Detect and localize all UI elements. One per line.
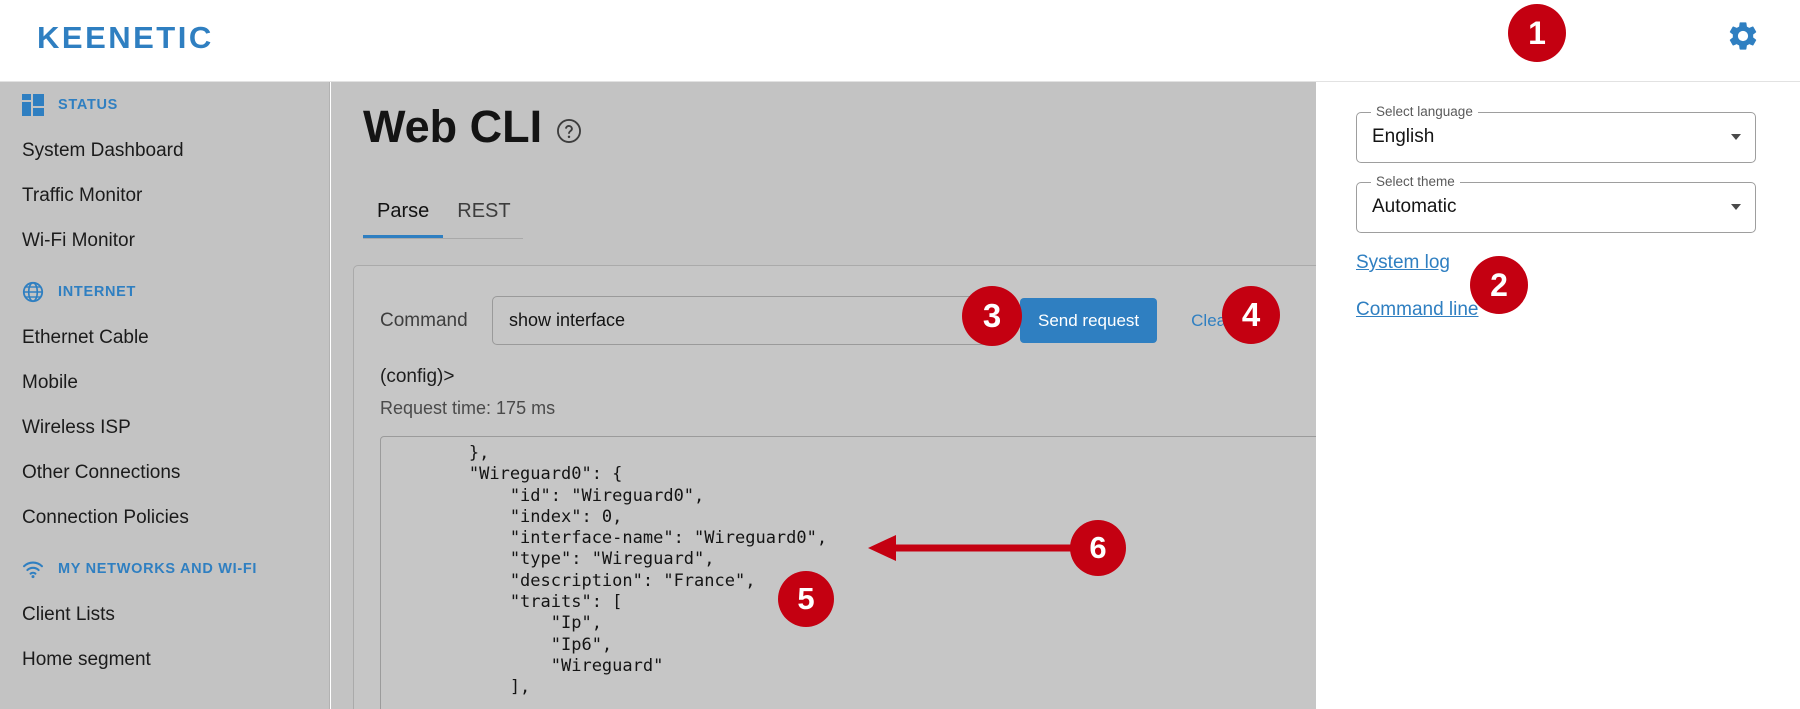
select-language-label: Select language <box>1371 104 1478 119</box>
select-theme-value: Automatic <box>1372 196 1457 217</box>
sidebar-item-mobile[interactable]: Mobile <box>0 360 329 405</box>
sidebar-item-label: Wi-Fi Monitor <box>22 229 135 251</box>
main-content: Web CLI Parse REST Command Send requ <box>331 82 1316 709</box>
sidebar-group-status: STATUS <box>0 82 329 128</box>
wifi-icon <box>22 558 44 580</box>
sidebar-item-label: Connection Policies <box>22 506 189 528</box>
settings-panel: Select language English Select theme Aut… <box>1317 82 1800 709</box>
select-theme-field[interactable]: Select theme Automatic <box>1356 174 1756 233</box>
annotation-badge-3: 3 <box>962 286 1022 346</box>
tab-rest[interactable]: REST <box>443 190 524 238</box>
globe-icon <box>22 281 44 303</box>
sidebar-item-label: Traffic Monitor <box>22 184 143 206</box>
sidebar-item-other-connections[interactable]: Other Connections <box>0 450 329 495</box>
sidebar-item-home-segment[interactable]: Home segment <box>0 637 329 682</box>
annotation-badge-1: 1 <box>1508 4 1566 62</box>
help-circle-icon[interactable] <box>556 118 582 144</box>
tab-parse[interactable]: Parse <box>363 190 444 238</box>
settings-gear-button[interactable] <box>1722 17 1764 59</box>
sidebar-group-my-networks-and-wifi: MY NETWORKS AND WI-FI <box>0 546 329 592</box>
chevron-down-icon <box>1731 134 1741 140</box>
keenetic-logo: KEENETIC <box>37 20 214 55</box>
top-bar: KEENETIC <box>0 0 1800 82</box>
sidebar-item-label: Other Connections <box>22 461 181 483</box>
chevron-down-icon <box>1731 204 1741 210</box>
sidebar-item-traffic-monitor[interactable]: Traffic Monitor <box>0 173 329 218</box>
cli-panel: Command Send request Clear (config)> Req… <box>353 265 1316 709</box>
select-theme-label: Select theme <box>1371 174 1460 189</box>
dashboard-grid-icon <box>22 94 44 116</box>
sidebar-item-connection-policies[interactable]: Connection Policies <box>0 495 329 540</box>
cli-prompt: (config)> <box>380 366 455 387</box>
request-time-label: Request time: 175 ms <box>380 398 556 418</box>
system-log-link[interactable]: System log <box>1356 252 1450 273</box>
page-title: Web CLI <box>363 101 543 152</box>
sidebar-item-label: Mobile <box>22 371 78 393</box>
sidebar-item-label: Client Lists <box>22 603 115 625</box>
select-language-value: English <box>1372 126 1435 147</box>
sidebar-item-ethernet-cable[interactable]: Ethernet Cable <box>0 315 329 360</box>
sidebar-group-internet: INTERNET <box>0 269 329 315</box>
clear-button[interactable]: Clear <box>1177 298 1246 343</box>
gear-icon <box>1726 19 1760 58</box>
sidebar-item-system-dashboard[interactable]: System Dashboard <box>0 128 329 173</box>
command-label: Command <box>380 309 468 331</box>
sidebar-group-label: MY NETWORKS AND WI-FI <box>58 561 258 577</box>
tab-label: Parse <box>377 200 430 222</box>
sidebar-item-label: System Dashboard <box>22 139 184 161</box>
annotation-arrow-icon <box>866 533 1076 568</box>
command-line-link[interactable]: Command line <box>1356 299 1479 320</box>
annotation-badge-4: 4 <box>1222 286 1280 344</box>
command-input[interactable] <box>492 296 1000 345</box>
sidebar-item-label: Home segment <box>22 648 151 670</box>
page-title-row: Web CLI <box>363 104 582 149</box>
tab-label: REST <box>457 200 511 222</box>
console-output-text: }, "Wireguard0": { "id": "Wireguard0", "… <box>468 443 828 698</box>
sidebar-group-label: STATUS <box>58 97 119 113</box>
sidebar: STATUS System Dashboard Traffic Monitor … <box>0 82 330 709</box>
sidebar-item-wifi-monitor[interactable]: Wi-Fi Monitor <box>0 218 329 263</box>
annotation-badge-5: 5 <box>778 571 834 627</box>
sidebar-item-client-lists[interactable]: Client Lists <box>0 592 329 637</box>
sidebar-item-label: Ethernet Cable <box>22 326 149 348</box>
sidebar-item-wireless-isp[interactable]: Wireless ISP <box>0 405 329 450</box>
annotation-badge-6: 6 <box>1070 520 1126 576</box>
send-request-button[interactable]: Send request <box>1020 298 1158 343</box>
console-output-area[interactable]: }, "Wireguard0": { "id": "Wireguard0", "… <box>380 436 1316 709</box>
annotation-badge-2: 2 <box>1470 256 1528 314</box>
sidebar-item-label: Wireless ISP <box>22 416 131 438</box>
command-row: Command Send request Clear <box>380 296 1246 345</box>
sidebar-group-label: INTERNET <box>58 284 137 300</box>
select-language-field[interactable]: Select language English <box>1356 104 1756 163</box>
tab-bar: Parse REST <box>363 190 523 239</box>
